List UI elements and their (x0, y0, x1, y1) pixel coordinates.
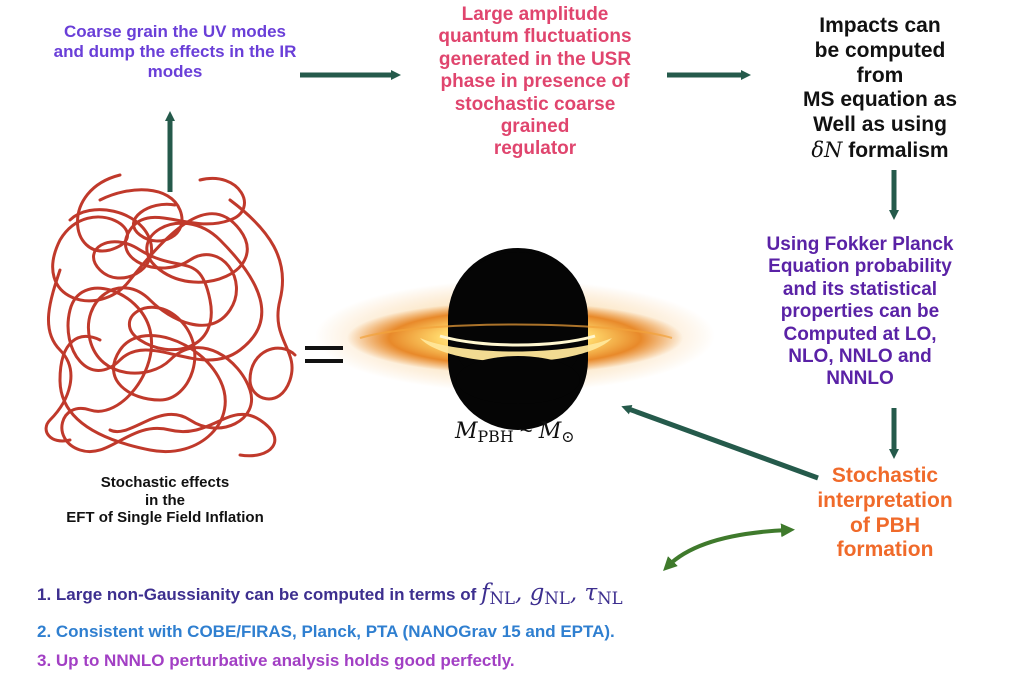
stochastic-effects-caption: Stochastic effects in the EFT of Single … (66, 474, 264, 527)
list-item-1: 1. Large non-Gaussianity can be computed… (37, 580, 623, 609)
list-item-2: 2. Consistent with COBE/FIRAS, Planck, P… (37, 622, 615, 641)
black-hole-with-accretion-disk-icon (315, 247, 715, 430)
non-gaussianity-params: fNL, gNL, τNL (481, 580, 623, 609)
list-item-3: 3. Up to NNNLO perturbative analysis hol… (37, 651, 515, 670)
tangled-stochastic-path-icon (44, 173, 297, 458)
pbh-mass-relation: MPBH ~ M⊙ (455, 418, 575, 446)
coarse-grain-text: Coarse grain the UV modes and dump the e… (53, 22, 297, 82)
delta-n-line: δN formalism (811, 137, 949, 162)
arrow-to-black-hole (621, 405, 819, 481)
quantum-fluctuations-text: Large amplitude quantum fluctuations gen… (438, 4, 632, 160)
impacts-text: Impacts can be computed from MS equation… (770, 14, 990, 164)
equals-sign: = (305, 346, 343, 363)
stochastic-interpretation-text: Stochastic interpretation of PBH formati… (817, 464, 953, 562)
delta-n-symbol: δN (811, 137, 843, 162)
fokker-planck-text: Using Fokker Planck Equation probability… (766, 234, 954, 390)
double-arrow (663, 523, 795, 571)
